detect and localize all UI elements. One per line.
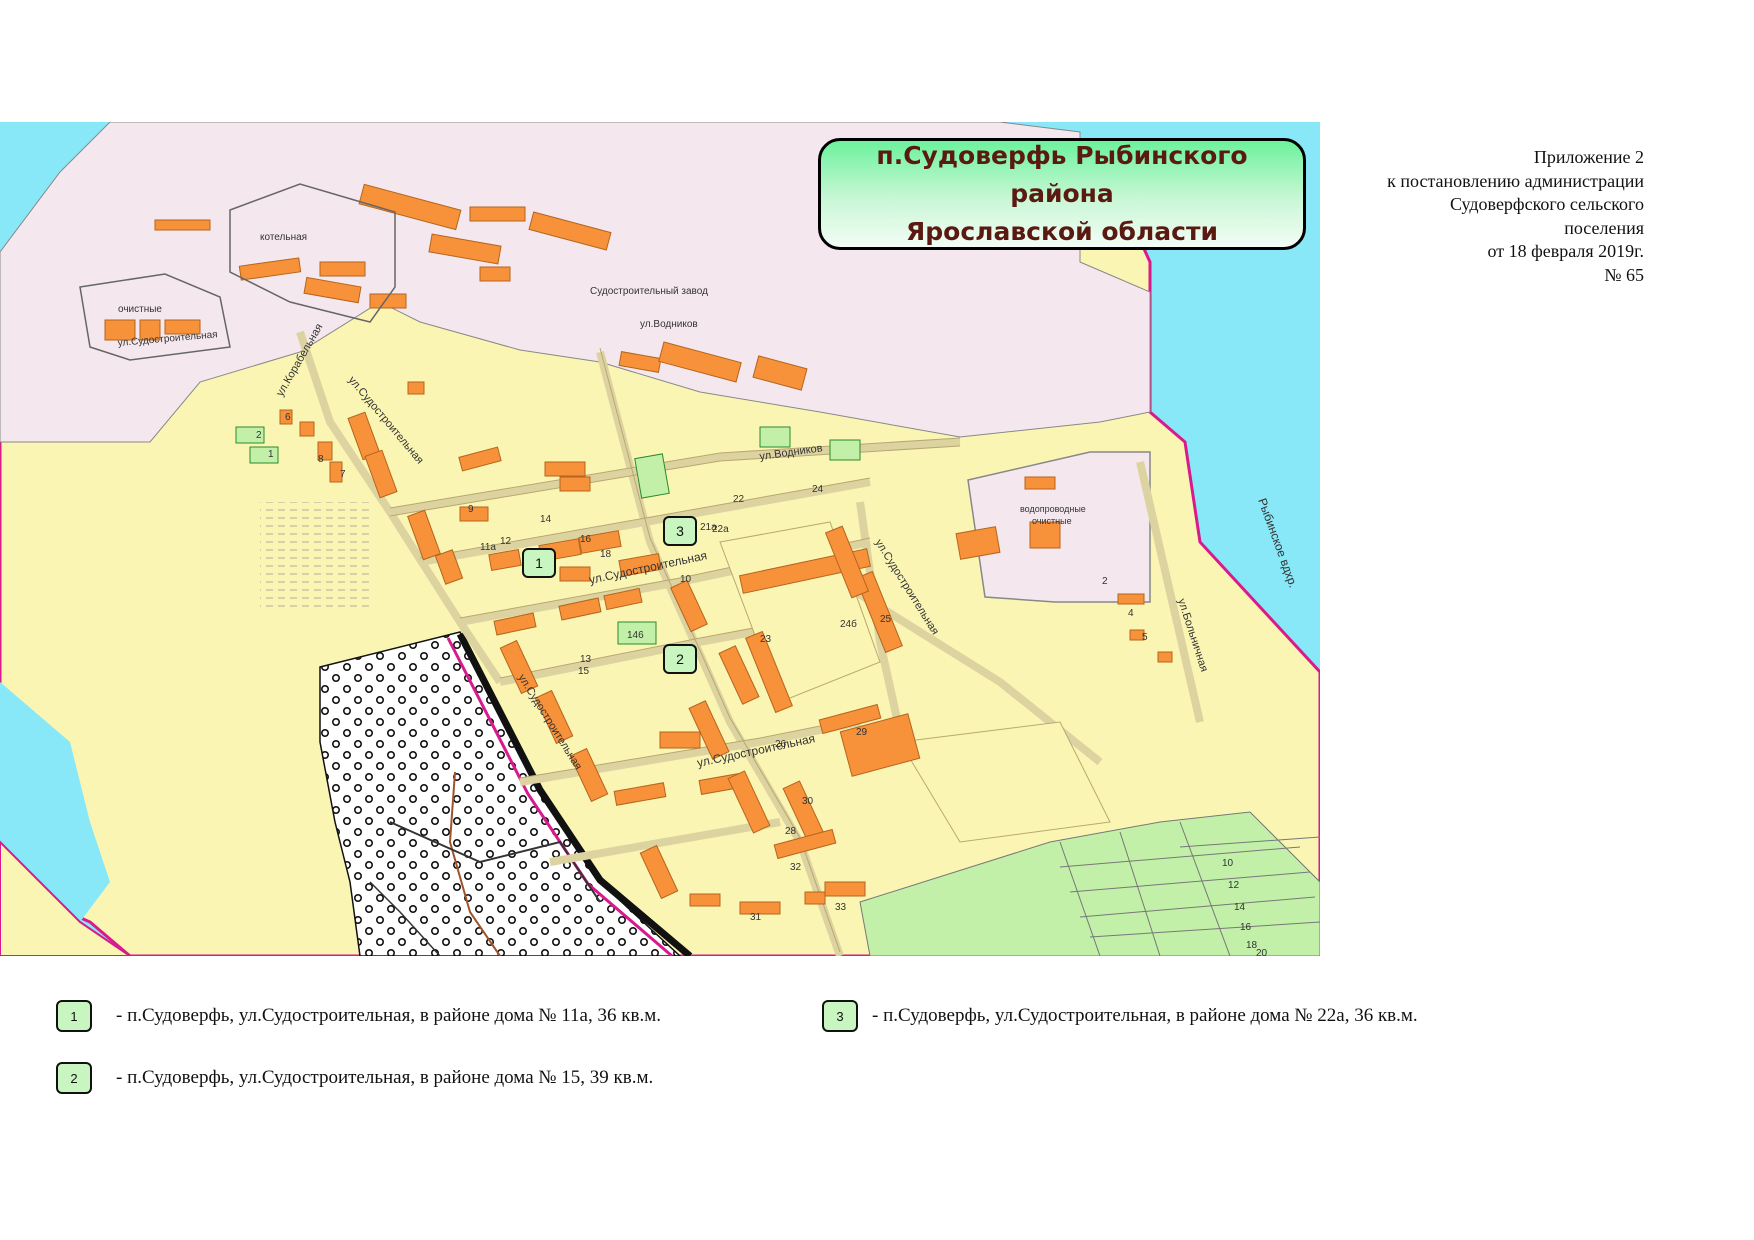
legend-item-1: 1 - п.Судоверфь, ул.Судостроительная, в …: [56, 1000, 661, 1032]
house-number: 24б: [840, 618, 857, 630]
legend-item-2: 2 - п.Судоверфь, ул.Судостроительная, в …: [56, 1062, 653, 1094]
garden-lot-1: [249, 446, 279, 464]
house-number: 15: [578, 666, 590, 677]
house-number: 18: [1246, 940, 1258, 951]
forest-track-2: [389, 821, 601, 903]
map-marker-1[interactable]: 1: [522, 548, 556, 578]
legend-text-2: - п.Судоверфь, ул.Судостроительная, в ра…: [116, 1067, 654, 1088]
house-number: 2: [1102, 576, 1108, 587]
house-number: 9: [468, 504, 474, 515]
street-vodnikov-1: ул.Водников: [640, 319, 698, 330]
house-number: 22: [733, 494, 745, 505]
house-number: 30: [802, 796, 814, 807]
house-number: 10: [680, 574, 692, 585]
house-number: 10: [1222, 858, 1234, 869]
settlement-map: котельная очистные Судостроительный заво…: [0, 122, 1320, 956]
house-number: 22а: [712, 524, 729, 535]
garden-plots-left: [260, 502, 370, 612]
house-number: 1: [268, 449, 274, 460]
house-number: 20: [1256, 948, 1268, 956]
legend-text-3: - п.Судоверфь, ул.Судостроительная, в ра…: [872, 1005, 1418, 1026]
appendix-header: Приложение 2 к постановлению администрац…: [1387, 146, 1644, 287]
house-number: 33: [835, 902, 847, 913]
house-number: 28: [785, 826, 797, 837]
house-number-labels: 2 1 6 8 7 9 11а 12 14 16 18 10 13 15 146…: [256, 412, 1268, 956]
house-number: 21а: [700, 522, 717, 533]
house-number: 26: [775, 739, 787, 750]
legend-marker-3: 3: [822, 1000, 858, 1032]
boiler-fence: [229, 183, 396, 323]
forest-track-3: [369, 881, 441, 956]
treatment-fence: [79, 273, 231, 361]
house-number: 7: [340, 469, 346, 480]
legend-marker-1: 1: [56, 1000, 92, 1032]
house-number: 14: [540, 514, 552, 525]
house-number: 18: [600, 549, 612, 560]
appendix-line: от 18 февраля 2019г.: [1487, 241, 1644, 261]
map-marker-2[interactable]: 2: [663, 644, 697, 674]
map-marker-3[interactable]: 3: [663, 516, 697, 546]
appendix-line: поселения: [1564, 217, 1644, 238]
house-number: 24: [812, 484, 824, 495]
label-water-treatment-2: очистные: [1032, 516, 1072, 526]
forest-edge-boundary: [446, 637, 673, 956]
legend-item-3: 3 - п.Судоверфь, ул.Судостроительная, в …: [822, 1000, 1418, 1032]
forest-edge-road: [456, 632, 693, 956]
garden-lot-a: [759, 426, 791, 448]
garden-lot-top: [634, 453, 670, 499]
house-number: 14: [1234, 902, 1246, 913]
label-boiler: котельная: [260, 232, 307, 243]
legend-text-1: - п.Судоверфь, ул.Судостроительная, в ра…: [116, 1005, 661, 1026]
label-water-treatment-1: водопроводные: [1020, 504, 1086, 514]
left-shore: [0, 840, 132, 956]
garden-plots-right: [859, 811, 1320, 956]
house-number: 16: [580, 534, 592, 545]
label-shipyard: Судостроительный завод: [590, 286, 708, 297]
house-number: 31: [750, 912, 762, 923]
garden-lot-2: [235, 426, 265, 444]
legend-marker-2: 2: [56, 1062, 92, 1094]
appendix-line: Судоверфского сельского: [1449, 194, 1644, 214]
house-number: 6: [285, 412, 291, 423]
house-number: 12: [500, 536, 512, 547]
east-field: [899, 721, 1111, 843]
house-number: 5: [1142, 632, 1148, 643]
house-number: 16: [1240, 922, 1252, 933]
house-number: 29: [856, 727, 868, 738]
label-treatment: очистные: [118, 304, 162, 315]
buildings: [104, 183, 1173, 915]
garden-lot-146: [617, 621, 657, 645]
forest-track: [448, 771, 501, 956]
house-number: 4: [1128, 608, 1134, 619]
map-title-box: п.Судоверфь Рыбинского района Ярославско…: [818, 138, 1306, 250]
map-title-line2: Ярославской области: [906, 217, 1218, 246]
house-number: 25: [880, 614, 892, 625]
house-number: 13: [580, 654, 592, 665]
house-number: 8: [318, 454, 324, 465]
map-title-line1: п.Судоверфь Рыбинского района: [876, 141, 1248, 208]
house-number: 11а: [480, 542, 496, 553]
appendix-line: № 65: [1604, 264, 1644, 285]
house-number: 23: [760, 634, 772, 645]
house-number: 146: [627, 630, 644, 641]
house-number: 32: [790, 862, 802, 873]
appendix-line: к постановлению администрации: [1387, 170, 1644, 191]
garden-grid-lines: [1059, 821, 1320, 956]
house-number: 2: [256, 430, 262, 441]
garden-lot-b: [829, 439, 861, 461]
house-number: 12: [1228, 880, 1240, 891]
appendix-line: Приложение 2: [1533, 147, 1644, 167]
